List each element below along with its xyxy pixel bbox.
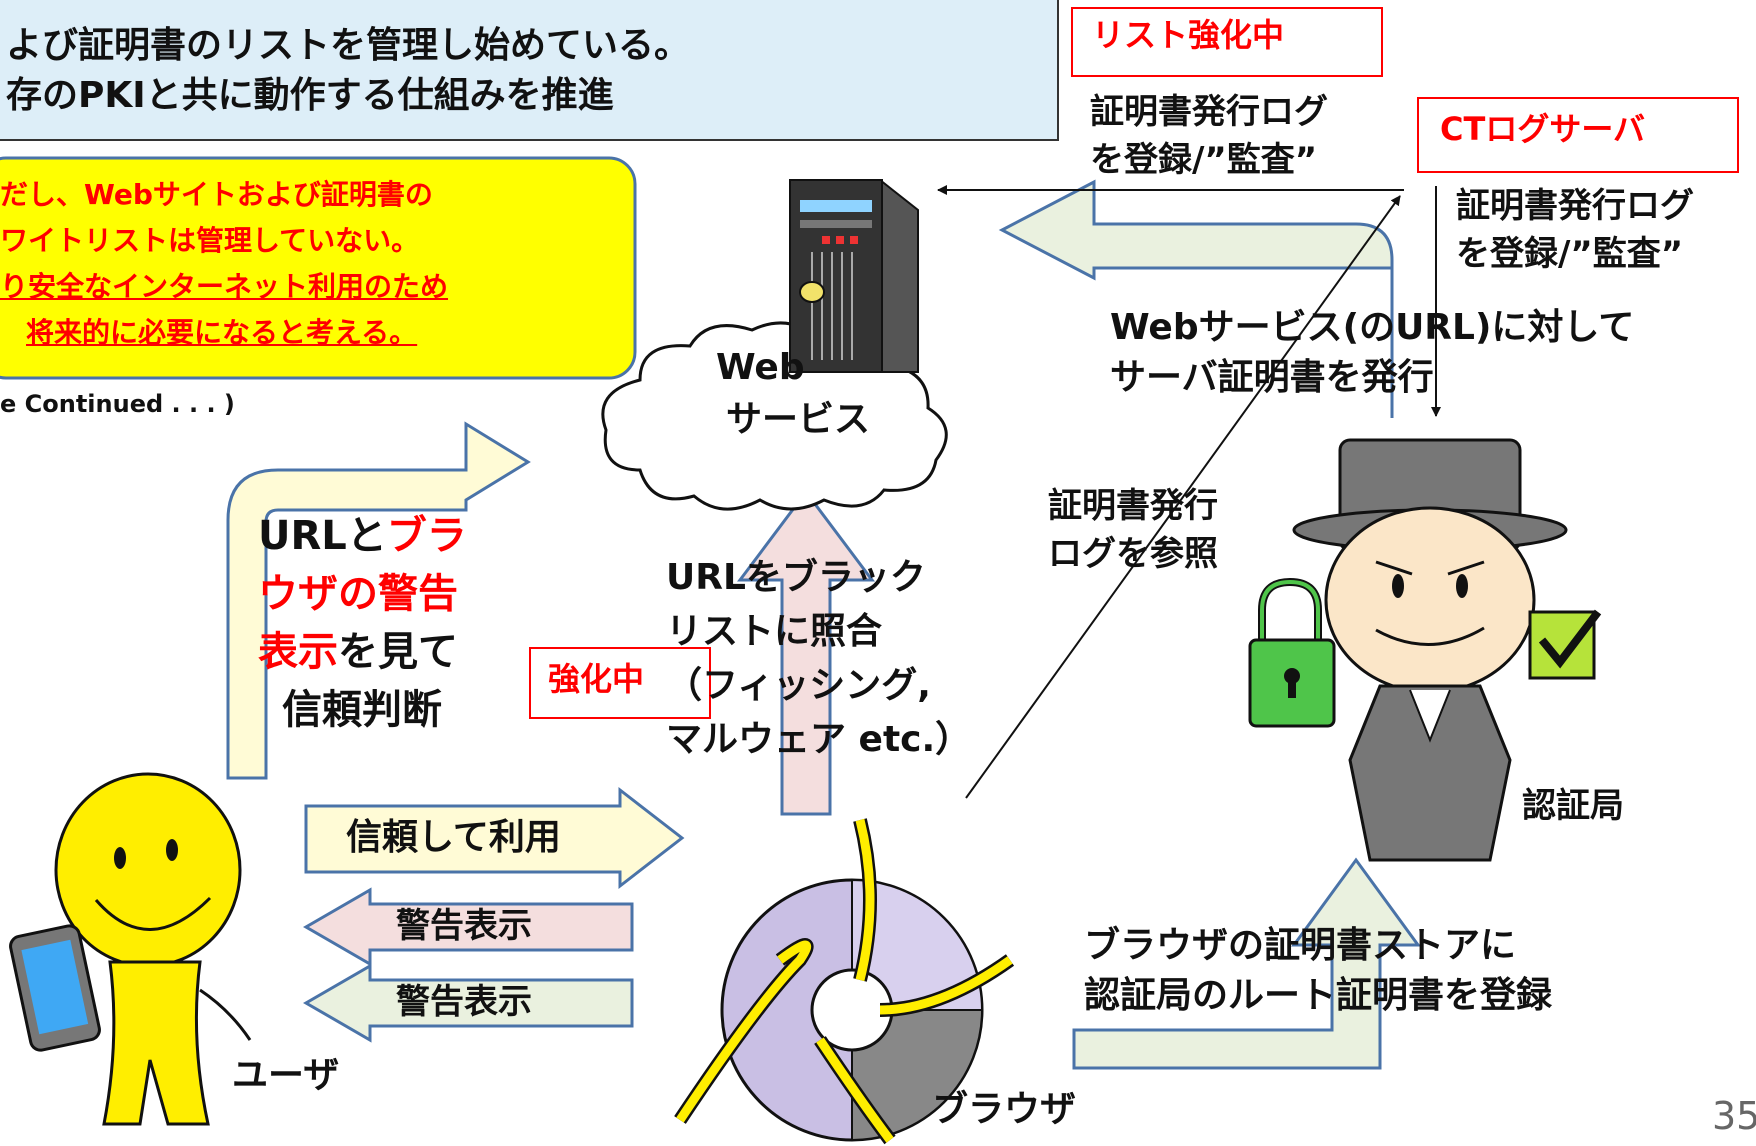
trust-judgment-part-2: ブラ [386,513,467,559]
browser-logo-icon [674,818,1015,1145]
smiley-user-icon [54,772,252,1126]
note-line-4: 将来的に必要になると考える。 [26,316,418,349]
trust-judgment-part-4: 表示 [258,629,338,675]
strengthening-label: 強化中 [548,660,645,698]
warning-label-1: 警告表示 [396,906,532,946]
refer-log-line-2: ログを参照 [1048,534,1218,574]
trust-use-label: 信頼して利用 [346,817,561,858]
header-line-1: よび証明書のリストを管理し始めている。 [6,25,691,66]
root-cert-line-1: ブラウザの証明書ストアに [1084,925,1517,966]
url-blacklist-line-1: URLをブラック [666,557,926,598]
strengthening-tag [529,647,711,719]
list-strengthening-tag [1071,7,1383,77]
cert-log-register-2-line-2: を登録/”監査” [1456,234,1684,274]
trust-judgment-line-4: 信頼判断 [282,687,442,733]
note-box [0,156,637,380]
continued-text: e Continued . . . ) [0,390,235,418]
trust-judgment-arrow [226,421,531,780]
issue-cert-line-2: サーバ証明書を発行 [1110,357,1434,398]
web-service-line-1: Web [716,347,805,388]
refer-log-line-1: 証明書発行 [1048,486,1218,526]
trust-judgment-line-2: ウザの警告 [258,571,458,617]
issue-cert-line-1: Webサービス(のURL)に対して [1110,307,1635,348]
trust-judgment-part-5: を見て [338,629,458,675]
user-label: ユーザ [232,1055,340,1096]
browser-label: ブラウザ [932,1089,1077,1130]
ct-log-server-label: CTログサーバ [1440,110,1645,148]
ca-character-icon [1292,438,1568,862]
header-line-2: 存のPKIと共に動作する仕組みを推進 [6,75,614,116]
header-box [0,0,1059,141]
note-line-1: だし、Webサイトおよび証明書の [0,178,433,211]
warning-label-2: 警告表示 [396,982,532,1022]
trust-judgment-line-3: 表示を見て [258,628,458,676]
padlock-icon [1248,577,1336,728]
list-strengthening-label: リスト強化中 [1092,16,1285,54]
trust-judgment-line-1: URLとブラ [258,512,467,560]
cert-log-register-1-line-2: を登録/”監査” [1090,140,1318,180]
note-line-2: ワイトリストは管理していない。 [0,224,420,257]
page-number: 35 [1712,1094,1756,1138]
ca-label: 認証局 [1522,786,1624,826]
warning-arrow-1 [303,887,634,967]
web-service-line-2: サービス [726,399,871,440]
url-blacklist-line-3: （フィッシング, [666,665,931,706]
tablet-icon [9,924,101,1052]
trust-use-arrow [304,786,685,890]
blacklist-check-arrow [737,489,875,816]
checkmark-icon [1528,609,1602,680]
url-blacklist-line-2: リストに照合 [666,611,883,652]
server-icon [789,179,919,373]
cert-log-register-1-line-1: 証明書発行ログ [1090,92,1328,132]
trust-judgment-part-1: URLと [258,513,387,559]
cert-log-register-2-line-1: 証明書発行ログ [1456,186,1694,226]
root-cert-line-2: 認証局のルート証明書を登録 [1084,975,1553,1016]
root-cert-arrow [1072,857,1421,1070]
ct-log-server-tag [1417,97,1739,173]
url-blacklist-line-4: マルウェア etc.） [666,719,972,760]
warning-arrow-2 [303,963,634,1043]
note-line-3: り安全なインターネット利用のため [0,270,449,303]
refer-log-line [965,195,1401,799]
